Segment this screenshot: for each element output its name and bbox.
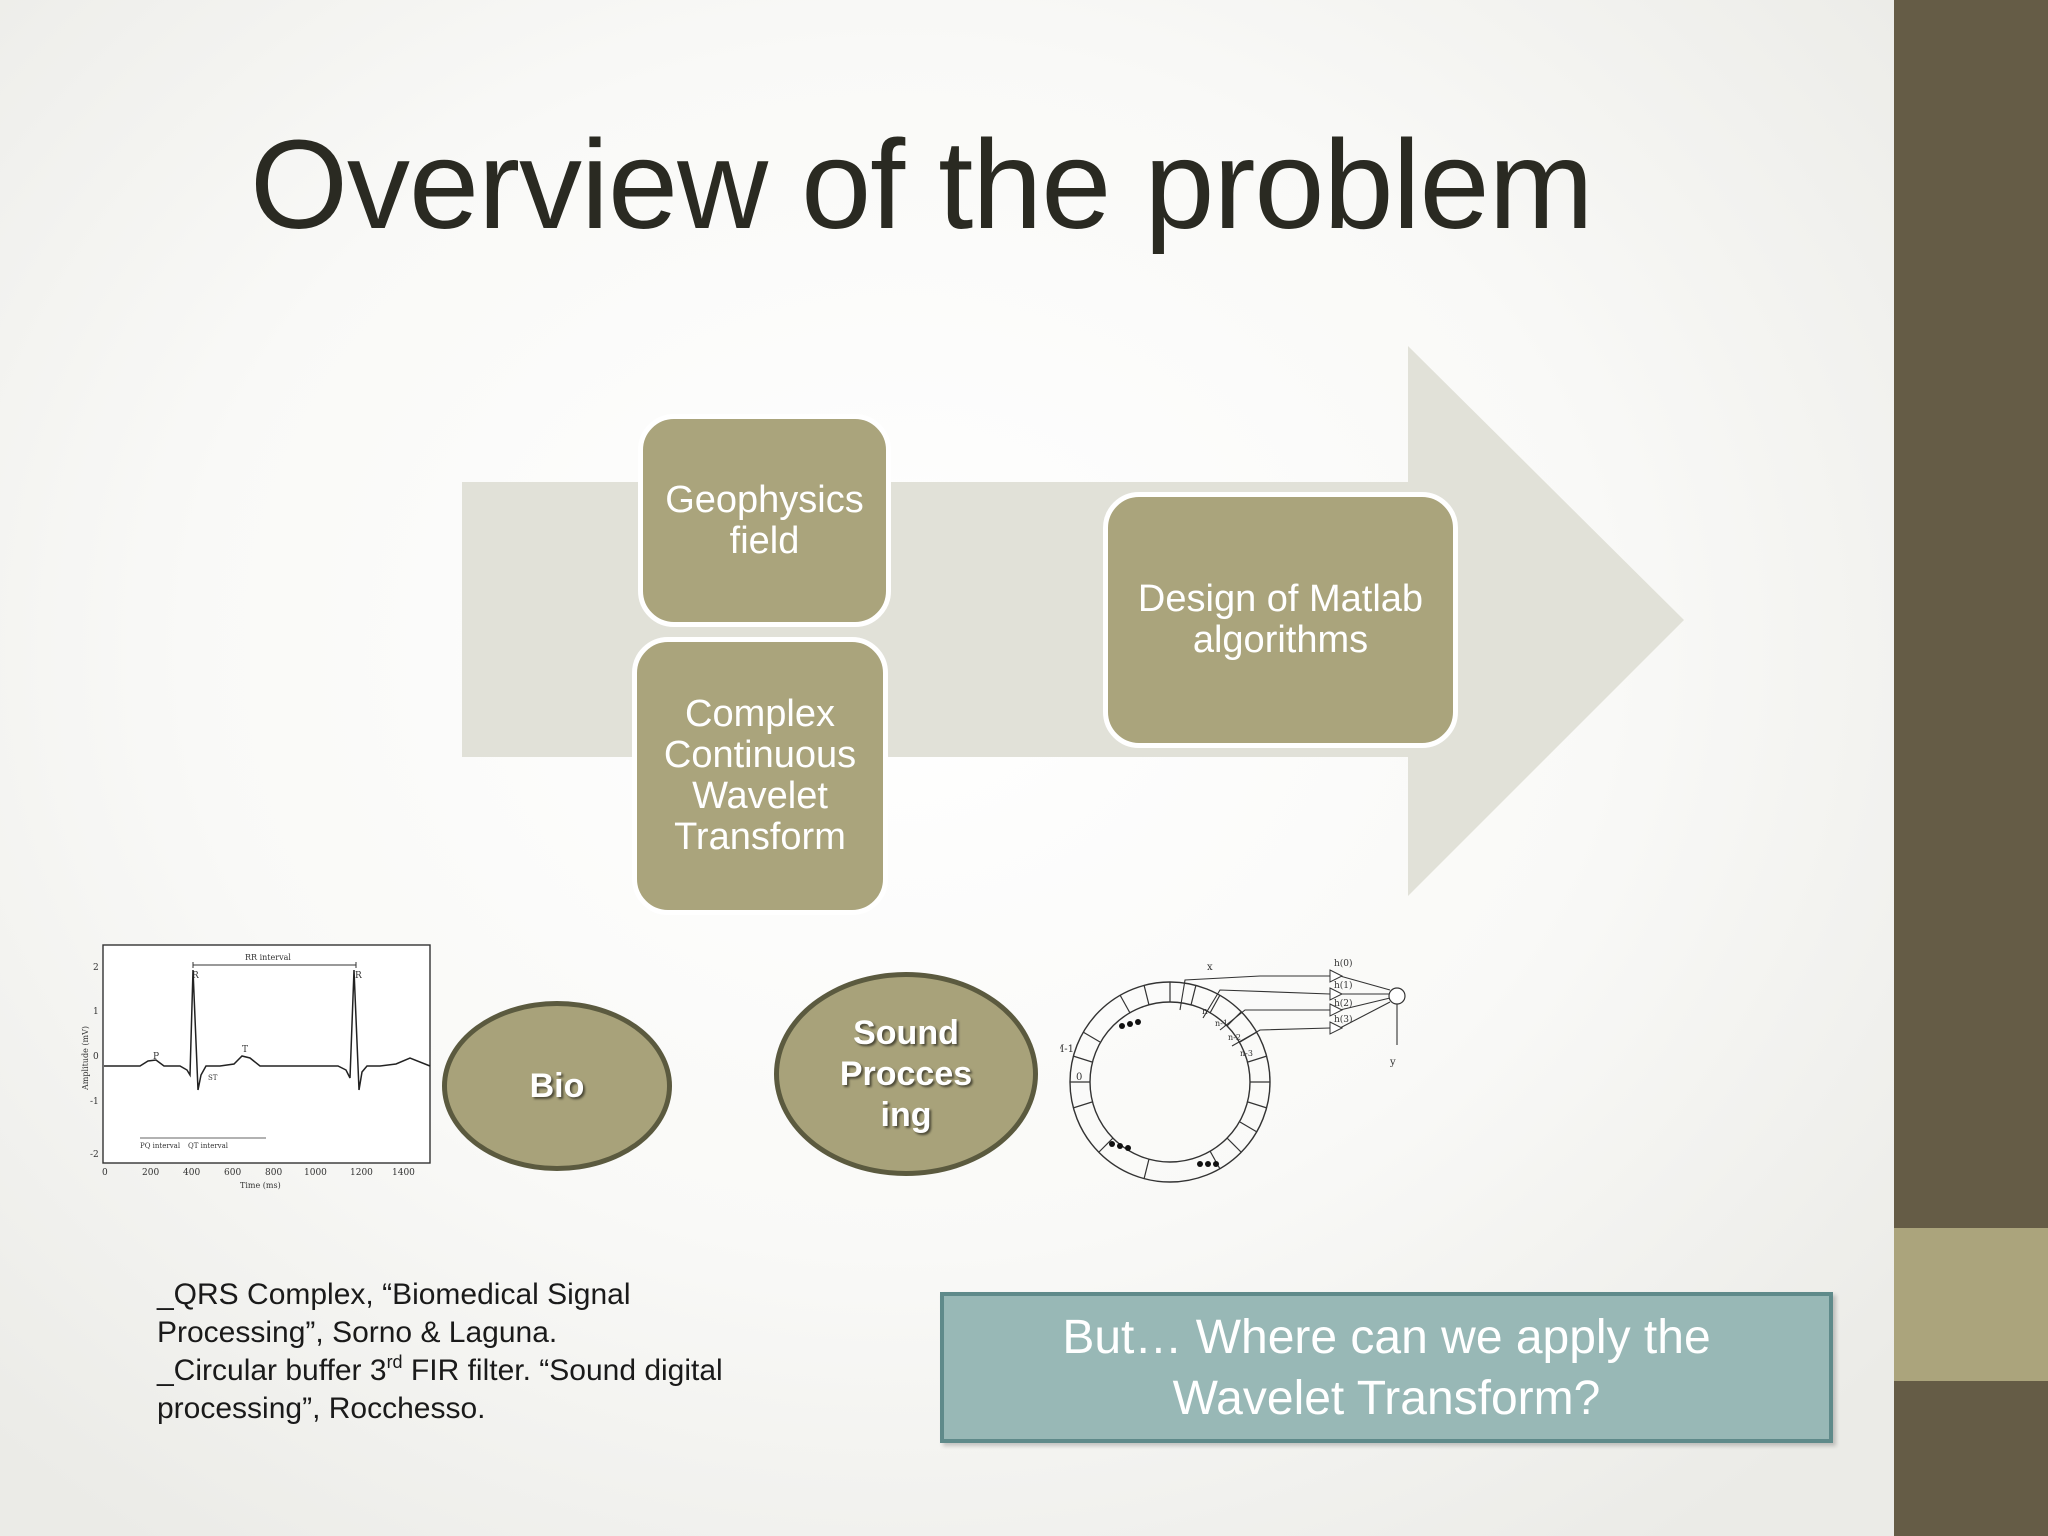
ecg-rr-label: RR interval (245, 953, 291, 962)
sidebar-decoration (1894, 0, 2048, 1536)
buffer-m1-label: M-1 (1060, 1044, 1074, 1055)
buffer-tap-label: h(0) (1334, 958, 1353, 969)
ecg-ytick: 1 (93, 1007, 99, 1017)
buffer-n-label: n (1202, 1007, 1208, 1017)
buffer-x-label: x (1207, 962, 1213, 973)
ecg-xlabel: Time (ms) (240, 1181, 281, 1190)
ecg-xtick: 200 (142, 1168, 159, 1178)
buffer-summer (1388, 987, 1406, 1005)
circular-buffer-figure: x y M-1 0 n n-1 n-2 n-3 h(0) h(1) h(2) h… (1060, 958, 1406, 1183)
ecg-pq-label: PQ interval (140, 1142, 181, 1150)
buffer-idx-label: n-2 (1228, 1033, 1241, 1042)
ecg-xtick: 1000 (304, 1168, 327, 1178)
caption-superscript: rd (386, 1352, 403, 1372)
ellipse-bio-label: Bio (529, 1066, 585, 1105)
buffer-tap-lines (1179, 975, 1398, 1047)
buffer-tap-label: h(1) (1334, 980, 1353, 991)
ecg-ytick: -1 (90, 1097, 99, 1107)
ecg-xtick: 400 (183, 1168, 200, 1178)
ecg-figure: 2 1 0 -1 -2 0 200 400 600 800 1000 1200 … (81, 944, 431, 1190)
box-geophysics: Geophysics field (638, 414, 891, 627)
ecg-xtick: 600 (224, 1168, 241, 1178)
callout-line: Wavelet Transform? (1172, 1371, 1601, 1425)
ecg-xtick: 0 (102, 1168, 108, 1178)
ecg-plot-frame (102, 944, 431, 1164)
buffer-tap-triangles (1329, 969, 1344, 1035)
caption-line: Processing”, Sorno & Laguna. (157, 1316, 558, 1349)
caption-line: processing”, Rocchesso. (157, 1392, 486, 1425)
sidebar-dark-band-bottom (1894, 1381, 2048, 1536)
box-matlab: Design of Matlab algorithms (1103, 492, 1458, 748)
question-callout: But… Where can we apply the Wavelet Tran… (940, 1292, 1833, 1443)
ecg-st-label: ST (208, 1074, 218, 1082)
box-ccwt-label: Complex Continuous Wavelet Transform (663, 693, 857, 858)
ecg-ytick: 2 (93, 963, 99, 973)
buffer-ellipsis-dots (1109, 1019, 1219, 1167)
ecg-trace (104, 969, 431, 1091)
callout-line: But… Where can we apply the (1062, 1310, 1711, 1364)
ecg-xtick: 1200 (350, 1168, 373, 1178)
ecg-t-label: T (242, 1045, 248, 1055)
buffer-idx-label: n-3 (1240, 1049, 1253, 1058)
ecg-xtick: 800 (265, 1168, 282, 1178)
ecg-ytick: -2 (90, 1150, 99, 1160)
ecg-r2-label: R (355, 971, 362, 981)
ecg-xtick: 1400 (392, 1168, 415, 1178)
buffer-tap-label: h(3) (1334, 1014, 1353, 1025)
buffer-y-label: y (1389, 1057, 1396, 1068)
box-matlab-label: Design of Matlab algorithms (1137, 578, 1424, 661)
ellipse-sound: Sound Procces ing (774, 972, 1038, 1176)
caption-text: FIR filter. “Sound digital (402, 1354, 723, 1387)
box-geophysics-label: Geophysics field (665, 478, 864, 562)
buffer-tap-label: h(2) (1334, 998, 1353, 1009)
ecg-qt-label: QT interval (188, 1142, 229, 1150)
caption-text: _Circular buffer 3 (157, 1354, 387, 1387)
figure-caption: _QRS Complex, “Biomedical Signal Process… (157, 1276, 723, 1428)
ellipse-sound-label: Sound Procces ing (839, 1013, 973, 1134)
buffer-outer-ring (1069, 981, 1271, 1183)
ellipse-bio: Bio (442, 1001, 672, 1171)
buffer-zero-label: 0 (1076, 1072, 1082, 1083)
sidebar-light-band (1894, 1228, 2048, 1381)
ecg-p-label: P (153, 1052, 159, 1062)
ecg-ytick: 0 (93, 1052, 99, 1062)
caption-line: _QRS Complex, “Biomedical Signal (157, 1278, 631, 1311)
ecg-r1-label: R (192, 971, 199, 981)
sidebar-dark-band (1894, 0, 2048, 1228)
box-ccwt: Complex Continuous Wavelet Transform (632, 637, 888, 915)
ecg-ylabel: Amplitude (mV) (81, 1026, 90, 1091)
buffer-idx-label: n-1 (1215, 1019, 1228, 1028)
caption-line: _Circular buffer 3rd FIR filter. “Sound … (157, 1352, 723, 1390)
page-title: Overview of the problem (250, 114, 1594, 255)
